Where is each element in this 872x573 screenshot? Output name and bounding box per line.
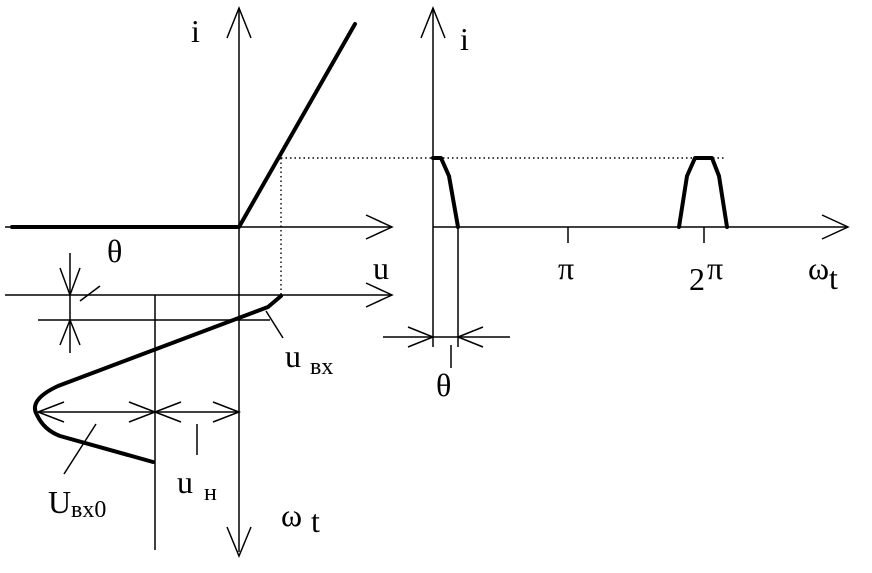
label-u-vx: u (285, 338, 301, 374)
theta-dim-arrow-top (59, 267, 81, 298)
u-axis-lower-arrowhead (365, 282, 394, 308)
label-i-left: i (191, 13, 200, 49)
label-omega-right: ω (808, 250, 829, 286)
label-t-right: t (829, 260, 838, 296)
input-voltage-curve (32, 294, 283, 464)
label-2pi-two: 2 (689, 261, 705, 297)
label-pi: π (558, 250, 574, 286)
label-t-bottom: t (311, 503, 320, 539)
current-pulses-panel (383, 5, 850, 368)
omega-t-axis-arrowhead (226, 526, 252, 558)
u-n-arrow-right (212, 401, 242, 423)
U-vx0-leader (63, 423, 97, 475)
label-omega-bottom: ω (281, 497, 302, 533)
u-vx-leader (265, 310, 284, 339)
i-axis-left-arrowhead (226, 5, 252, 39)
label-u-n-sub: н (204, 480, 217, 506)
label-u-n: u (177, 464, 193, 500)
theta-leader-left (79, 285, 101, 302)
theta-dim-arrow-bottom (59, 317, 81, 346)
label-2pi-pi: π (707, 250, 723, 286)
theta-right-arrow-left (407, 326, 436, 348)
iv-characteristic-curve (10, 22, 357, 229)
label-U-vx0: U (48, 484, 71, 520)
label-u-vx-sub: вх (310, 354, 333, 380)
i-axis-right-arrowhead (420, 5, 446, 39)
current-pulse-second (677, 156, 729, 229)
current-pulse-first (431, 156, 460, 229)
iv-characteristic-panel (5, 5, 726, 552)
u-axis-arrowhead (365, 214, 394, 240)
label-theta-left: θ (107, 233, 122, 269)
theta-right-arrow-right (455, 326, 484, 348)
label-i-right: i (460, 21, 469, 57)
omega-t-axis-right-arrowhead (821, 214, 850, 240)
label-U-vx0-sub: вх0 (71, 497, 106, 523)
label-u-axis: u (373, 250, 389, 286)
u-n-arrow-left (152, 401, 182, 423)
U-vx0-arrow-left (35, 401, 65, 423)
input-voltage-panel (5, 253, 394, 558)
label-theta-right: θ (436, 367, 451, 403)
